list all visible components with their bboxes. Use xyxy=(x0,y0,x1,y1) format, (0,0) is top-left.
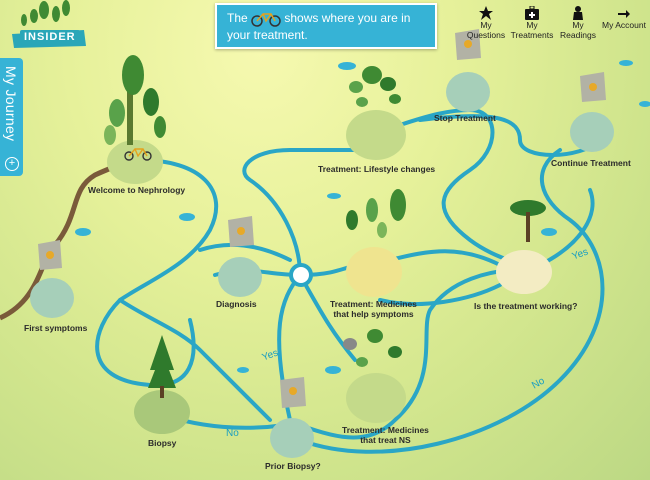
top-nav: My Questions My Treatments My Readings M… xyxy=(464,2,646,40)
label-line-2: that help symptoms xyxy=(333,309,414,319)
node-stop-mound[interactable] xyxy=(446,29,490,112)
node-is-working-label[interactable]: Is the treatment working? xyxy=(474,301,578,311)
expand-plus-icon: + xyxy=(5,157,19,171)
label-line-1: Treatment: Medicines xyxy=(330,299,417,309)
node-lifestyle-label[interactable]: Treatment: Lifestyle changes xyxy=(318,164,436,174)
medical-kit-icon xyxy=(525,6,539,20)
node-welcome-mound[interactable] xyxy=(104,55,166,184)
node-continue-mound[interactable] xyxy=(570,72,614,152)
star-icon xyxy=(479,6,493,20)
logo-trees-icon xyxy=(12,0,86,48)
nav-label: My Questions xyxy=(466,20,506,40)
nav-my-account[interactable]: My Account xyxy=(602,2,646,40)
nav-label: My Account xyxy=(602,20,646,30)
label-line-2: that treat NS xyxy=(360,435,411,445)
clouds xyxy=(75,60,650,374)
node-diagnosis-label[interactable]: Diagnosis xyxy=(216,299,257,309)
person-icon xyxy=(573,6,583,20)
node-stop-label[interactable]: Stop Treatment xyxy=(434,113,496,123)
node-prior-biopsy-mound[interactable] xyxy=(270,377,314,458)
node-welcome-label[interactable]: Welcome to Nephrology xyxy=(88,185,186,195)
node-continue-label[interactable]: Continue Treatment xyxy=(551,158,631,168)
label-line-1: Treatment: Medicines xyxy=(342,425,429,435)
nav-label: My Treatments xyxy=(510,20,554,40)
my-journey-tab[interactable]: My Journey + xyxy=(0,58,23,176)
bicycle-icon xyxy=(124,148,152,161)
info-banner: The shows where you are in your treatmen… xyxy=(215,3,437,49)
node-prior-biopsy-label[interactable]: Prior Biopsy? xyxy=(265,461,321,471)
node-lifestyle-mound[interactable] xyxy=(346,66,406,160)
insider-logo[interactable]: INSIDER xyxy=(4,0,90,52)
node-medicines-ns-mound[interactable] xyxy=(343,329,406,423)
bicycle-icon xyxy=(251,13,281,27)
nav-my-treatments[interactable]: My Treatments xyxy=(510,2,554,40)
node-medicines-symptoms-mound[interactable] xyxy=(346,189,406,297)
node-is-working-mound[interactable] xyxy=(496,200,552,294)
node-medicines-ns-label[interactable]: Treatment: Medicines that treat NS xyxy=(342,425,429,445)
node-medicines-symptoms-label[interactable]: Treatment: Medicines that help symptoms xyxy=(330,299,417,319)
node-first-symptoms-label[interactable]: First symptoms xyxy=(24,323,88,333)
nav-my-readings[interactable]: My Readings xyxy=(556,2,600,40)
node-biopsy-label[interactable]: Biopsy xyxy=(148,438,177,448)
nav-my-questions[interactable]: My Questions xyxy=(464,2,508,40)
node-diagnosis-mound[interactable] xyxy=(218,216,262,297)
node-biopsy-mound[interactable] xyxy=(134,335,190,434)
logo-text: INSIDER xyxy=(20,30,80,44)
banner-text-before: The xyxy=(227,11,248,25)
arrow-right-icon xyxy=(618,10,630,18)
my-journey-label: My Journey xyxy=(3,66,19,142)
banner-text-after: shows where you are in your treatment. xyxy=(227,11,411,42)
node-first-symptoms-mound[interactable] xyxy=(30,240,74,318)
path-label-no: No xyxy=(226,428,239,439)
nav-label: My Readings xyxy=(560,20,596,40)
